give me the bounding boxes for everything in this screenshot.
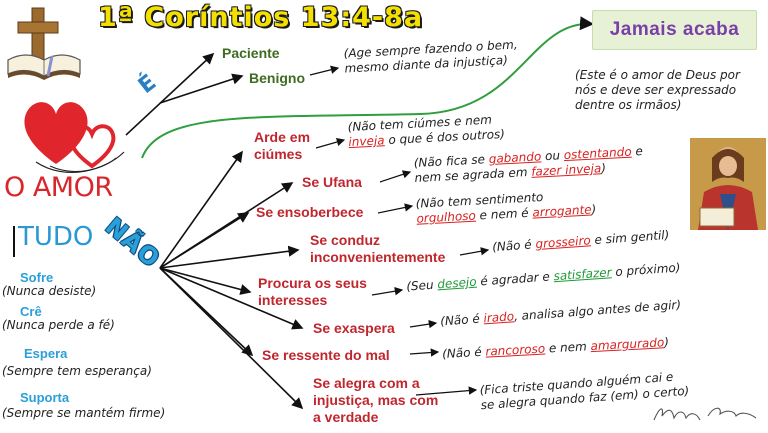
- main-word: O AMOR: [4, 172, 113, 203]
- nao-item-ciumes: Arde em ciúmes: [254, 129, 311, 162]
- signature-image: [653, 407, 757, 421]
- tudo-verb-espera: Espera: [24, 346, 68, 361]
- e-item-paciente: Paciente: [222, 45, 280, 61]
- hearts-icon: [24, 102, 125, 173]
- tudo-note-suporta: (Sempre se mantém firme): [2, 406, 166, 420]
- bible-cross-icon: [7, 7, 81, 80]
- page-title: 1ª Coríntios 13:4-8a: [98, 2, 424, 33]
- nao-item-exaspera: Se exaspera: [313, 320, 395, 336]
- branch-tudo-label: TUDO: [18, 222, 94, 252]
- nao-item-interesses: Procura os seus interesses: [258, 275, 367, 308]
- nao-item-ufana: Se Ufana: [302, 174, 362, 190]
- jamais-acaba-badge: Jamais acaba: [592, 10, 757, 50]
- tudo-verb-cre: Crê: [20, 304, 42, 319]
- tudo-note-espera: (Sempre tem esperança): [2, 364, 152, 378]
- love-note: (Este é o amor de Deus por nós e deve se…: [575, 68, 740, 112]
- tudo-note-cre: (Nunca perde a fé): [2, 318, 115, 332]
- tudo-bar: [13, 226, 15, 257]
- tudo-verb-sofre: Sofre: [20, 270, 54, 285]
- nao-item-ensoberbece: Se ensoberbece: [256, 204, 364, 220]
- nao-item-alegra: Se alegra com a injustiça, mas com a ver…: [313, 375, 439, 425]
- tudo-verb-suporta: Suporta: [20, 390, 70, 405]
- nao-item-conduz: Se conduz inconvenientemente: [310, 232, 446, 265]
- tudo-note-sofre: (Nunca desiste): [2, 284, 97, 298]
- jesus-portrait-icon: [690, 138, 766, 230]
- e-item-benigno: Benigno: [249, 70, 305, 86]
- nao-item-ressente: Se ressente do mal: [262, 347, 390, 363]
